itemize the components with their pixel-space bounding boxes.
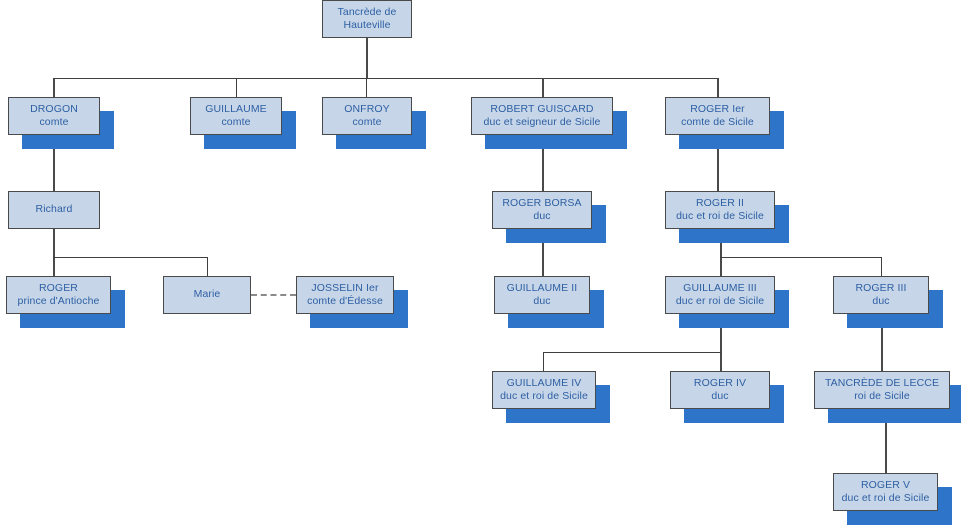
edge-bus-to-marie <box>207 257 208 276</box>
node-title: GUILLAUME III <box>683 281 757 294</box>
node-subtitle: duc et roi de Sicile <box>841 492 930 504</box>
node-subtitle: comte de Sicile <box>681 116 754 128</box>
node-title: ROGER BORSA <box>502 196 582 209</box>
edge-bus-to-roger3 <box>881 257 882 276</box>
node-subtitle: Hauteville <box>343 19 391 31</box>
edge-bus-to-guillaume4 <box>543 352 544 371</box>
edge-roger1-to-roger2 <box>717 135 719 191</box>
edge-roger2-children-bus <box>720 257 881 258</box>
edge-tancrede-stem <box>366 38 368 79</box>
node-title: Tancrède de <box>337 5 397 18</box>
edge-bus-to-roger1 <box>717 78 719 97</box>
node-title: ROGER V <box>860 478 911 491</box>
edge-rogerborsa-to-guillaume2 <box>542 229 544 276</box>
node-title: GUILLAUME <box>205 102 267 115</box>
node-subtitle: duc et seigneur de Sicile <box>483 116 601 128</box>
edge-richard-stem <box>53 229 55 276</box>
node-subtitle: duc <box>533 295 551 307</box>
node-title: DROGON <box>30 102 78 115</box>
node-subtitle: duc <box>872 295 890 307</box>
node-title: ROBERT GUISCARD <box>490 102 594 115</box>
edge-roger2-stem <box>720 229 722 276</box>
node-subtitle: duc <box>711 390 729 402</box>
node-richard[interactable]: Richard <box>8 191 100 229</box>
edge-bus-to-onfroy <box>366 78 367 97</box>
node-title: Marie <box>193 288 221 301</box>
node-subtitle: prince d'Antioche <box>17 295 100 307</box>
edge-roger3-to-tancredelecce <box>881 314 883 371</box>
node-title: GUILLAUME IV <box>506 376 582 389</box>
edge-bus-to-drogon <box>53 78 55 97</box>
edge-bus-to-guillaume <box>236 78 237 97</box>
node-title: ROGER III <box>855 281 907 294</box>
edge-generation1-bus <box>53 78 718 79</box>
node-subtitle: duc er roi de Sicile <box>675 295 765 307</box>
node-subtitle: duc et roi de Sicile <box>676 210 764 222</box>
node-subtitle: comte <box>352 116 382 128</box>
edge-guillaume3-children-bus <box>543 352 721 353</box>
node-subtitle: roi de Sicile <box>854 390 910 402</box>
node-marie[interactable]: Marie <box>163 276 251 314</box>
node-title: ROGER IV <box>693 376 747 389</box>
node-title: TANCRÈDE DE LECCE <box>824 376 940 389</box>
node-title: ONFROY <box>344 102 390 115</box>
node-title: ROGER Ier <box>690 102 745 115</box>
edge-marie-josselin-marriage <box>251 294 296 296</box>
node-subtitle: comte d'Édesse <box>307 295 383 307</box>
node-subtitle: comte <box>221 116 251 128</box>
node-subtitle: duc <box>533 210 551 222</box>
edge-bus-to-robert <box>542 78 544 97</box>
edge-drogon-to-richard <box>53 135 55 191</box>
node-title: JOSSELIN Ier <box>311 281 379 294</box>
node-subtitle: comte <box>39 116 69 128</box>
node-title: ROGER II <box>695 196 745 209</box>
edge-tancredelecce-to-rogerv <box>885 409 887 473</box>
node-title: GUILLAUME II <box>506 281 578 294</box>
node-title: Richard <box>35 203 73 216</box>
edge-robert-to-rogerborsa <box>542 135 544 191</box>
edge-guillaume3-stem <box>720 314 722 371</box>
node-subtitle: duc et roi de Sicile <box>500 390 588 402</box>
edge-richard-children-bus <box>53 257 207 258</box>
node-title: ROGER <box>38 281 78 294</box>
